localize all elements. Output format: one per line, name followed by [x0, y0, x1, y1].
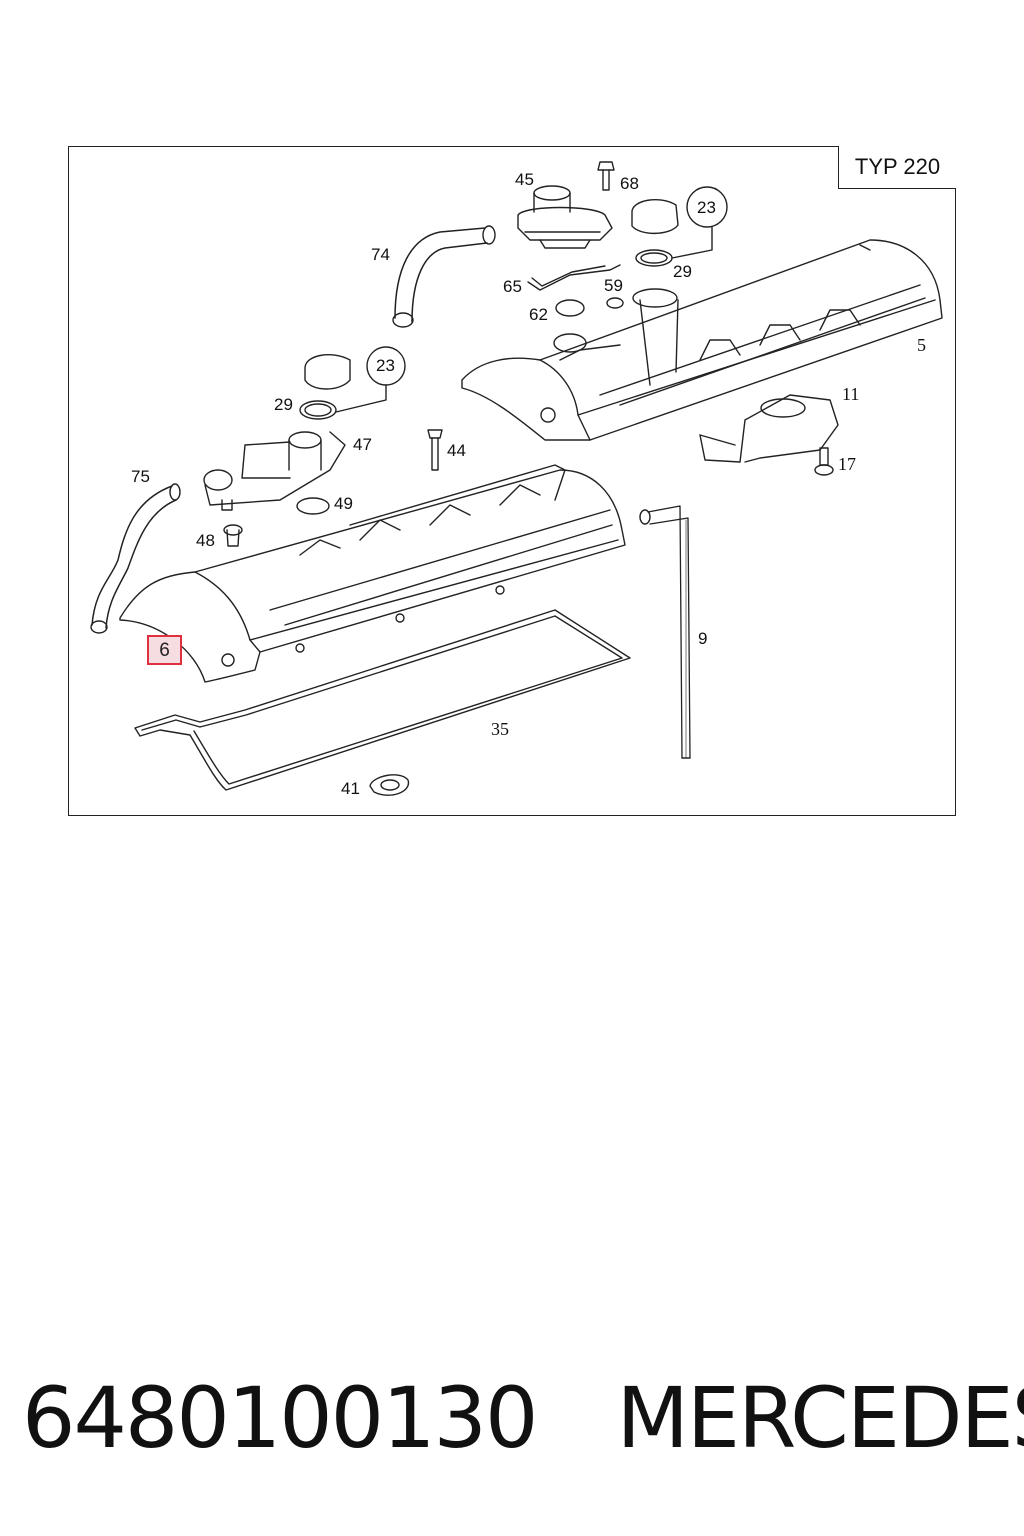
callout-75: 75: [131, 467, 150, 486]
exploded-parts-drawing: [90, 161, 943, 796]
callout-11: 11: [842, 384, 860, 404]
part-number: 6480100130: [22, 1369, 538, 1467]
callout-59: 59: [604, 276, 623, 295]
vent-45-drawing: [517, 185, 613, 249]
callout-5: 5: [917, 335, 926, 355]
callout-47: 47: [353, 435, 372, 454]
clip-65-drawing: [527, 264, 621, 291]
hose-9-drawing: [639, 505, 691, 759]
callout-6-highlight[interactable]: 6: [147, 635, 182, 665]
bolt-68-drawing: [597, 161, 615, 191]
callout-41: 41: [341, 779, 360, 798]
vent-47-drawing: [203, 431, 346, 511]
callout-23-mid: 23: [376, 356, 395, 375]
part-caption: 6480100130 MERCEDES: [22, 1368, 1024, 1468]
gasket-35-drawing: [134, 609, 631, 791]
ring-59-drawing: [606, 297, 624, 309]
callout-35: 35: [491, 719, 509, 739]
callout-17: 17: [838, 454, 856, 474]
hose-74-drawing: [392, 225, 496, 328]
cap-23-mid-drawing: [299, 346, 406, 420]
hose-75-drawing: [90, 483, 181, 634]
callout-62: 62: [529, 305, 548, 324]
diagram-frame: [68, 146, 956, 816]
ring-62-drawing: [555, 299, 585, 317]
ring-41-drawing: [369, 774, 410, 796]
bolt-44-drawing: [427, 429, 443, 471]
cap-23-top-drawing: [631, 186, 728, 267]
cylinder-head-cover-6-drawing: [119, 464, 626, 683]
callout-6: 6: [159, 640, 170, 661]
bracket-11-drawing: [699, 394, 839, 463]
callout-23-top: 23: [697, 198, 716, 217]
callout-49: 49: [334, 494, 353, 513]
callout-48: 48: [196, 531, 215, 550]
cylinder-head-cover-5-drawing: [461, 239, 943, 441]
model-type-label: TYP 220: [838, 146, 956, 189]
callout-65: 65: [503, 277, 522, 296]
callout-44: 44: [447, 441, 466, 460]
callout-45: 45: [515, 170, 534, 189]
callout-29-mid: 29: [274, 395, 293, 414]
callout-9: 9: [698, 629, 708, 648]
callout-68: 68: [620, 174, 639, 193]
ring-49-drawing: [296, 497, 330, 515]
callout-29-top: 29: [673, 262, 692, 281]
plug-48-drawing: [223, 524, 243, 547]
brand-name: MERCEDES: [616, 1369, 1024, 1467]
bolt-17-drawing: [814, 447, 834, 476]
callout-74: 74: [371, 245, 390, 264]
